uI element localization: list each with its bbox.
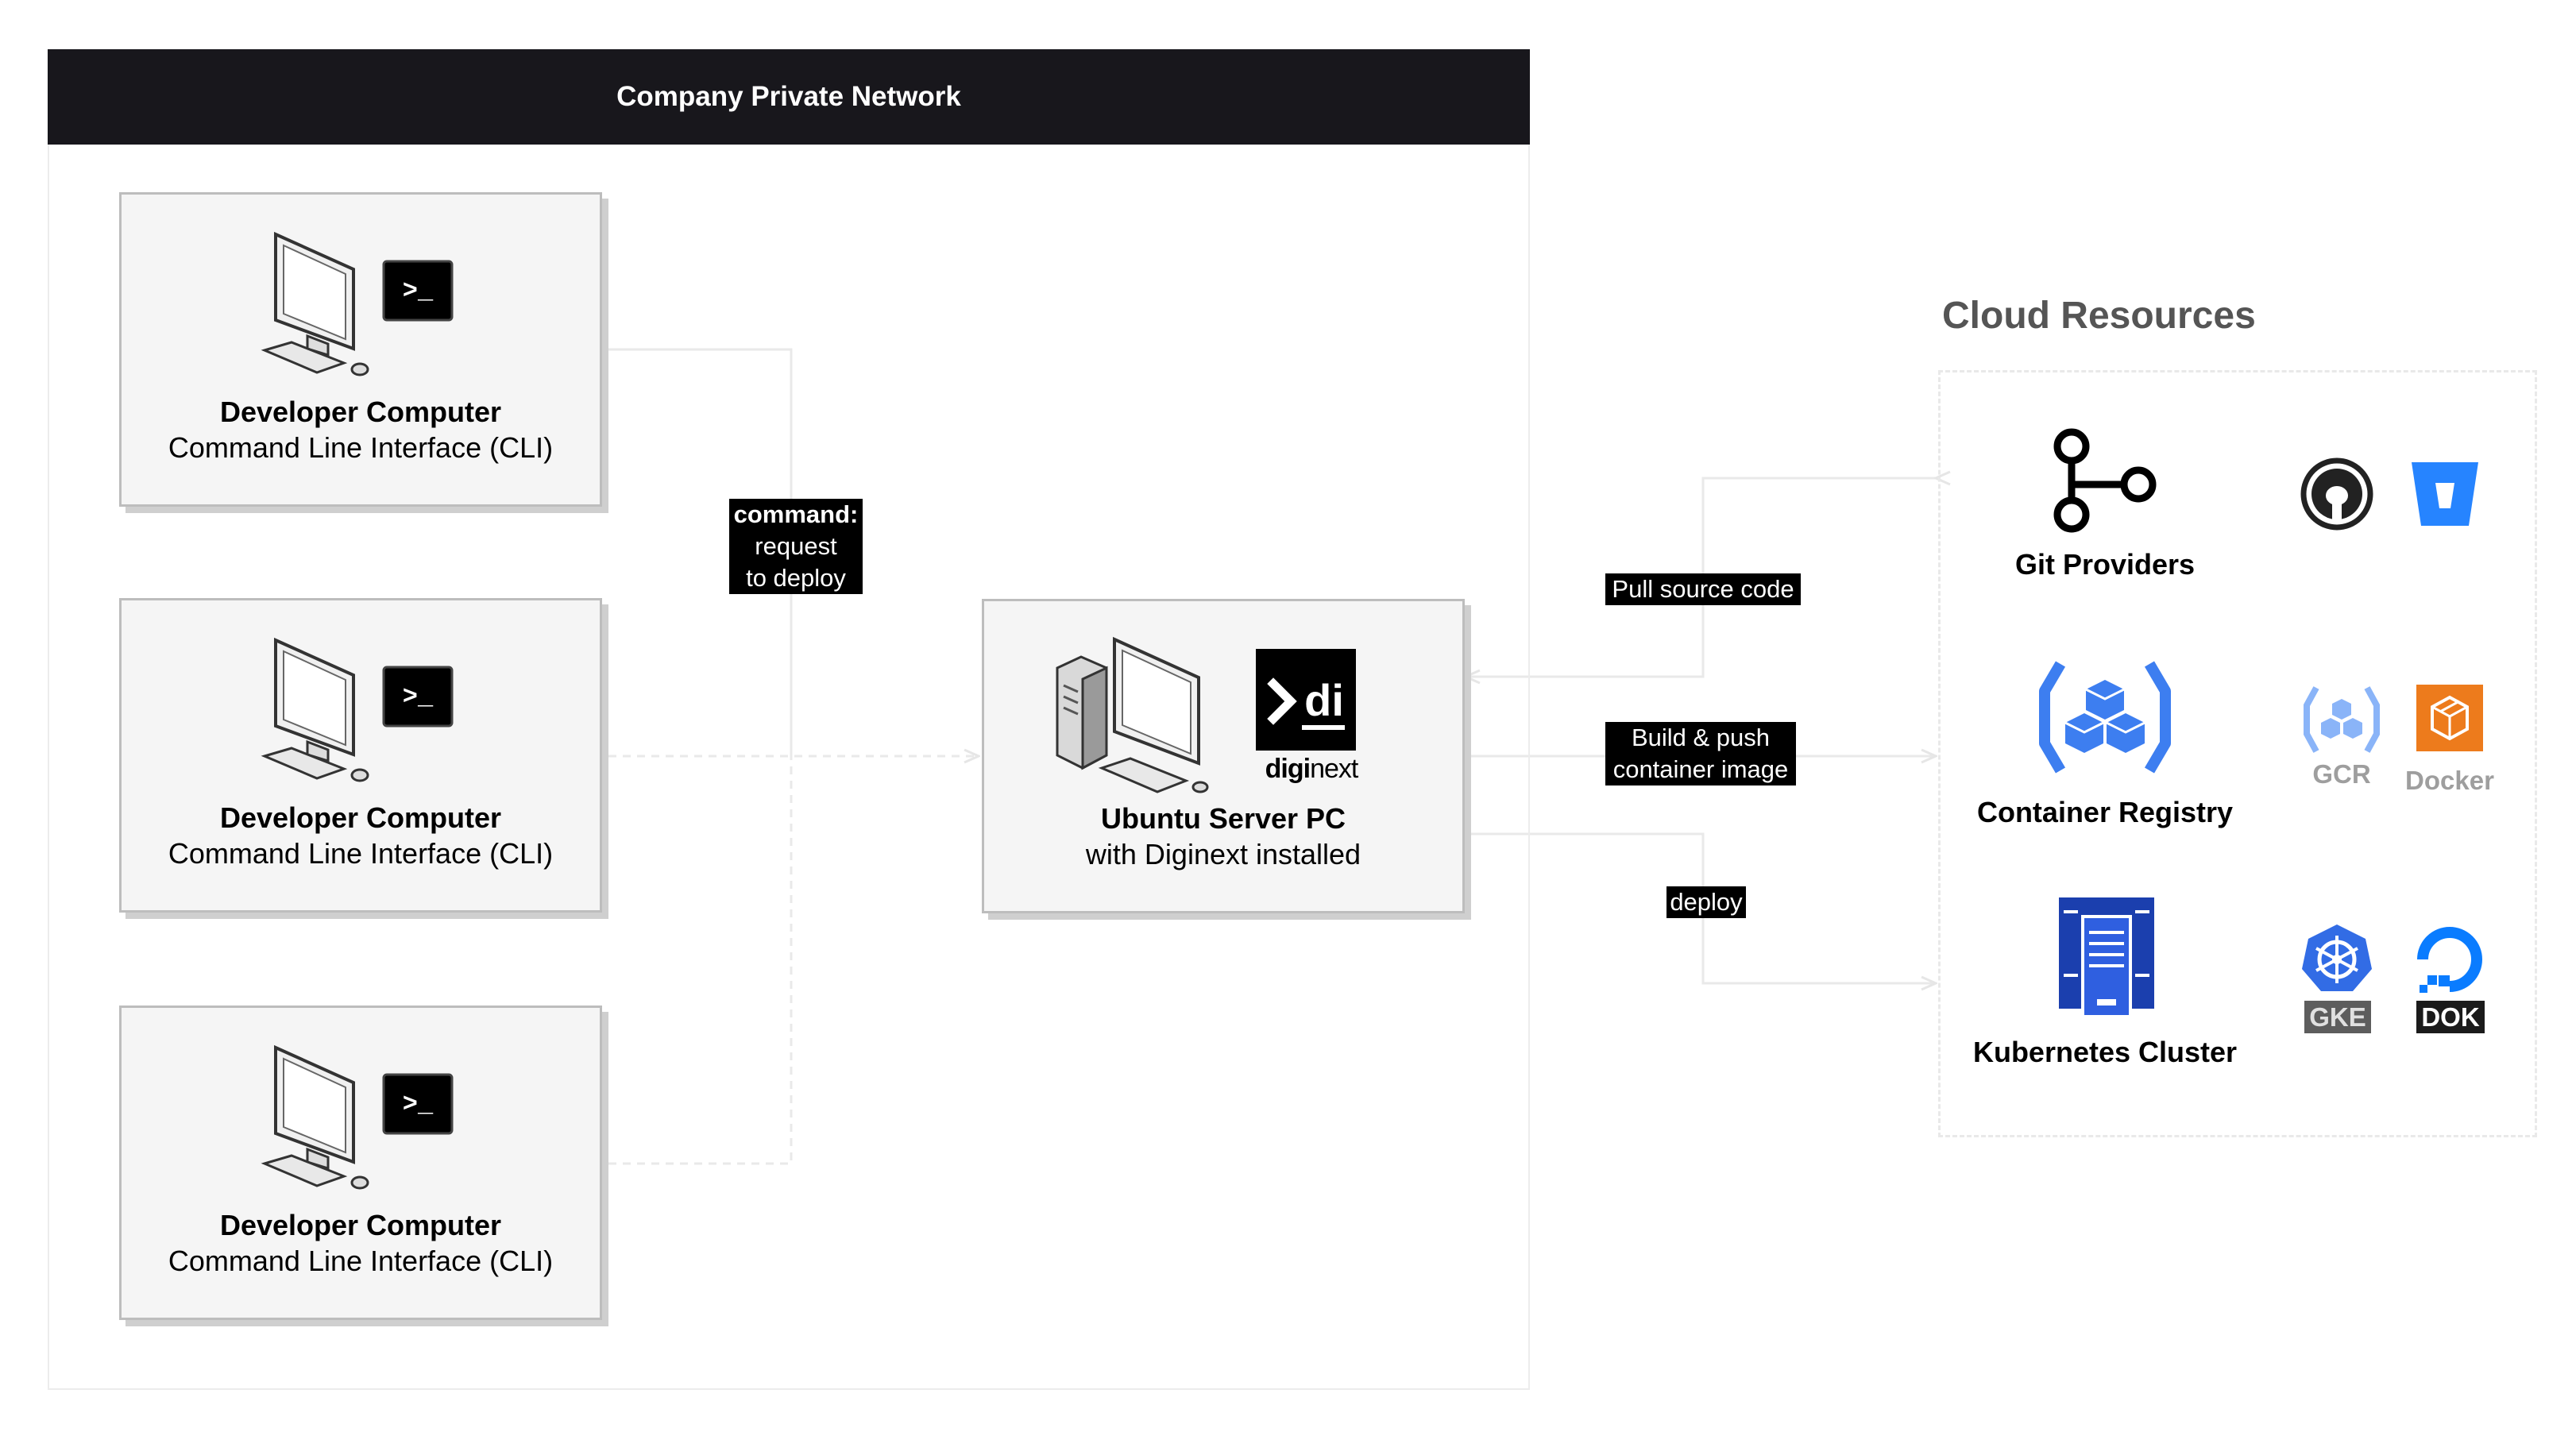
developer-title: Developer Computer bbox=[219, 801, 502, 834]
command-edge-label: command: request to deploy bbox=[729, 499, 863, 594]
build-label-line2: container image bbox=[1612, 755, 1789, 783]
terminal-icon: >_ bbox=[382, 1073, 454, 1135]
terminal-icon: >_ bbox=[382, 260, 454, 322]
terminal-prompt: >_ bbox=[403, 682, 434, 712]
gke-kubernetes-icon bbox=[2302, 924, 2372, 991]
desktop-computer-icon bbox=[261, 1044, 369, 1190]
command-label-line1: command: bbox=[733, 500, 859, 528]
diginext-wordmark: diginext bbox=[1256, 754, 1367, 785]
diginext-wordmark-next: next bbox=[1310, 754, 1358, 784]
bitbucket-icon bbox=[2412, 462, 2478, 526]
developer-computer-node[interactable]: >_ Developer Computer Command Line Inter… bbox=[119, 598, 602, 913]
developer-computer-node[interactable]: >_ Developer Computer Command Line Inter… bbox=[119, 192, 602, 507]
gke-caption-wrap: GKE bbox=[2299, 1001, 2377, 1033]
container-registry-label: Container Registry bbox=[1976, 796, 2234, 828]
diginext-logo-mark: di bbox=[1304, 675, 1344, 725]
gcr-caption: GCR bbox=[2312, 759, 2371, 789]
pull-source-edge-label: Pull source code bbox=[1605, 573, 1801, 605]
kubernetes-cluster-icon bbox=[2059, 897, 2154, 1018]
developer-computer-node[interactable]: >_ Developer Computer Command Line Inter… bbox=[119, 1005, 602, 1320]
gke-caption: GKE bbox=[2304, 1001, 2371, 1033]
server-subtitle: with Diginext installed bbox=[1085, 838, 1361, 870]
desktop-computer-icon bbox=[261, 231, 369, 376]
terminal-prompt: >_ bbox=[403, 1090, 434, 1119]
git-providers-label: Git Providers bbox=[2014, 548, 2196, 581]
server-title: Ubuntu Server PC bbox=[1100, 802, 1346, 835]
developer-subtitle: Command Line Interface (CLI) bbox=[168, 1245, 554, 1277]
developer-subtitle: Command Line Interface (CLI) bbox=[168, 837, 554, 870]
company-network-title: Company Private Network bbox=[616, 81, 961, 112]
gcr-icon bbox=[2304, 686, 2380, 753]
cloud-resources-group bbox=[1938, 370, 2537, 1137]
build-label-line1: Build & push bbox=[1631, 724, 1771, 751]
container-registry-icon bbox=[2039, 661, 2171, 774]
dok-caption-wrap: DOK bbox=[2408, 1001, 2493, 1033]
terminal-icon: >_ bbox=[382, 666, 454, 728]
github-icon bbox=[2300, 457, 2373, 531]
kubernetes-cluster-label: Kubernetes Cluster bbox=[1972, 1036, 2238, 1068]
desktop-computer-icon bbox=[261, 637, 369, 782]
git-branch-icon bbox=[2053, 428, 2157, 533]
digitalocean-icon bbox=[2417, 927, 2482, 993]
developer-subtitle: Command Line Interface (CLI) bbox=[168, 431, 554, 464]
deploy-edge-label: deploy bbox=[1666, 886, 1746, 918]
dok-caption: DOK bbox=[2416, 1001, 2485, 1033]
server-pc-icon bbox=[1056, 636, 1209, 793]
terminal-prompt: >_ bbox=[403, 276, 434, 306]
company-network-header: Company Private Network bbox=[48, 49, 1530, 145]
developer-title: Developer Computer bbox=[219, 1209, 502, 1241]
build-push-edge-label: Build & push container image bbox=[1605, 722, 1796, 785]
command-label-line3: to deploy bbox=[746, 564, 846, 592]
docker-caption: Docker bbox=[2405, 766, 2494, 795]
docker-registry-icon bbox=[2416, 685, 2483, 751]
diginext-wordmark-digi: digi bbox=[1265, 754, 1311, 784]
ubuntu-server-node[interactable]: di diginext Ubuntu Server PC with Digine… bbox=[982, 599, 1465, 913]
connector-dev1 bbox=[580, 348, 793, 755]
cloud-resources-title: Cloud Resources bbox=[1942, 295, 2256, 337]
diginext-logo-icon: di bbox=[1256, 649, 1356, 751]
command-label-line2: request bbox=[755, 532, 837, 560]
developer-title: Developer Computer bbox=[219, 396, 502, 428]
